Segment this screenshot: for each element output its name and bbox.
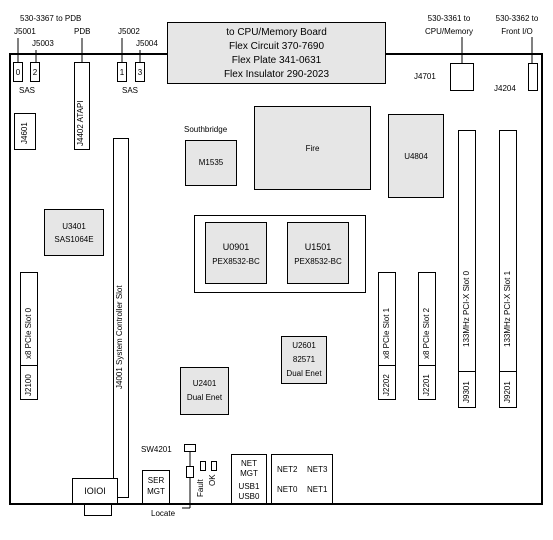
j4204-connector bbox=[528, 63, 538, 91]
ok-label: OK bbox=[208, 474, 217, 486]
locate-label: Locate bbox=[151, 509, 176, 518]
ser-mgt-port[interactable]: SER MGT bbox=[142, 470, 170, 504]
j4601-connector: J4601 bbox=[14, 113, 36, 150]
j2100-connector: J2100 bbox=[20, 365, 38, 400]
u2601-label-2: 82571 bbox=[292, 355, 316, 364]
u4804-chip: U4804 bbox=[388, 114, 444, 198]
u0901-label-1: U0901 bbox=[222, 242, 250, 252]
u3401-label-1: U3401 bbox=[62, 222, 86, 231]
pdb-link-label: 530-3367 to PDB bbox=[20, 14, 82, 23]
net3-label: NET3 bbox=[307, 465, 328, 474]
u0901-label-2: PEX8532-BC bbox=[212, 257, 260, 266]
flex-line-3: Flex Plate 341-0631 bbox=[231, 55, 322, 66]
sas-left-label: SAS bbox=[19, 86, 36, 95]
u4804-label: U4804 bbox=[404, 152, 428, 161]
front-io-link-line-2: Front I/O bbox=[501, 27, 533, 36]
j5003-label: J5003 bbox=[32, 39, 54, 48]
flex-line-2: Flex Circuit 370-7690 bbox=[228, 41, 325, 52]
flex-line-1: to CPU/Memory Board bbox=[226, 27, 327, 38]
j2202-connector: J2202 bbox=[378, 365, 396, 400]
sas-pin-1: 1 bbox=[117, 62, 127, 82]
ser-mgt-label-1: SER bbox=[147, 476, 165, 485]
pcix-slot-1: J9201 133MHz PCI-X Slot 1 bbox=[499, 130, 517, 408]
ser-mgt-label-2: MGT bbox=[147, 487, 165, 496]
u2401-chip: U2401 Dual Enet bbox=[180, 367, 229, 415]
net0-label: NET0 bbox=[277, 485, 298, 494]
cpu-mem-link-line-1: 530-3361 to bbox=[427, 14, 471, 23]
fault-label: Fault bbox=[196, 479, 205, 497]
u2601-chip: U2601 82571 Dual Enet bbox=[281, 336, 327, 384]
net2-label: NET2 bbox=[277, 465, 298, 474]
sas-pin-3: 3 bbox=[135, 62, 145, 82]
u2601-label-3: Dual Enet bbox=[286, 369, 322, 378]
cpu-mem-link-line-2: CPU/Memory bbox=[424, 27, 473, 36]
usb1-label: USB1 bbox=[238, 482, 260, 491]
fault-led bbox=[200, 461, 206, 471]
locate-led bbox=[186, 466, 194, 478]
u1501-label-2: PEX8532-BC bbox=[294, 257, 342, 266]
j5001-label: J5001 bbox=[14, 27, 36, 36]
cpu-memory-flex-box: to CPU/Memory Board Flex Circuit 370-769… bbox=[167, 22, 386, 84]
u3401-chip: U3401 SAS1064E bbox=[44, 209, 104, 256]
u0901-chip: U0901 PEX8532-BC bbox=[205, 222, 267, 284]
j4204-label: J4204 bbox=[494, 84, 516, 93]
flex-line-4: Flex Insulator 290-2023 bbox=[223, 69, 330, 80]
pcix-slot-0: J9301 133MHz PCI-X Slot 0 bbox=[458, 130, 476, 408]
u3401-label-2: SAS1064E bbox=[54, 235, 94, 244]
sas-pin-0: 0 bbox=[13, 62, 23, 82]
u1501-chip: U1501 PEX8532-BC bbox=[287, 222, 349, 284]
j4701-label: J4701 bbox=[414, 72, 436, 81]
pcie-slot-1: J2202 x8 PCIe Slot 1 bbox=[378, 272, 396, 400]
usb0-label: USB0 bbox=[238, 492, 260, 501]
serial-port-shell bbox=[84, 504, 112, 516]
pdb-label: PDB bbox=[74, 27, 91, 36]
net-mgt-usb-block[interactable]: NET MGT USB1 USB0 bbox=[231, 454, 267, 504]
sas-pin-2: 2 bbox=[30, 62, 40, 82]
u1501-label-1: U1501 bbox=[304, 242, 332, 252]
j4701-connector bbox=[450, 63, 474, 91]
j5002-label: J5002 bbox=[118, 27, 140, 36]
u2601-label-1: U2601 bbox=[292, 341, 316, 350]
j9301-connector: J9301 bbox=[458, 371, 476, 408]
ok-led bbox=[211, 461, 217, 471]
fire-chip: Fire bbox=[254, 106, 371, 190]
sas-right-label: SAS bbox=[122, 86, 139, 95]
net-mgt-label-1: NET bbox=[241, 459, 257, 468]
fire-label: Fire bbox=[305, 144, 320, 153]
pcie-slot-0: J2100 x8 PCIe Slot 0 bbox=[20, 272, 38, 400]
j9201-connector: J9201 bbox=[499, 371, 517, 408]
m1535-label: M1535 bbox=[198, 158, 224, 167]
southbridge-label: Southbridge bbox=[184, 125, 228, 134]
u2401-label-1: U2401 bbox=[192, 379, 217, 388]
serial-port-label: IOIOI bbox=[84, 486, 106, 496]
pcie-slot-2: J2201 x8 PCIe Slot 2 bbox=[418, 272, 436, 400]
net-ports-block[interactable]: NET2 NET3 NET0 NET1 bbox=[271, 454, 333, 504]
j2201-connector: J2201 bbox=[418, 365, 436, 400]
sw4201-switch[interactable] bbox=[184, 444, 196, 452]
j5004-label: J5004 bbox=[136, 39, 158, 48]
serial-db9-port[interactable]: IOIOI bbox=[72, 478, 118, 504]
m1535-chip: M1535 bbox=[185, 140, 237, 186]
sw4201-label: SW4201 bbox=[141, 445, 172, 454]
net-mgt-label-2: MGT bbox=[240, 469, 258, 478]
j4402-atapi-connector: J4402 ATAPI bbox=[74, 62, 90, 150]
u2401-label-2: Dual Enet bbox=[186, 393, 223, 402]
front-io-link-line-1: 530-3362 to bbox=[495, 14, 539, 23]
net1-label: NET1 bbox=[307, 485, 328, 494]
j4001-system-controller-slot: J4001 System Controller Slot bbox=[113, 138, 129, 498]
